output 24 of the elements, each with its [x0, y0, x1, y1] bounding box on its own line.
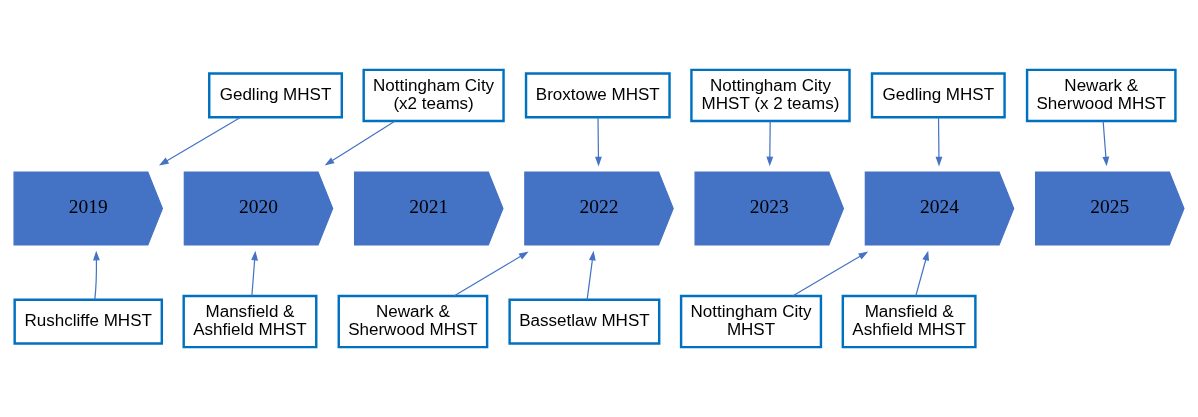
node-box: Nottingham City MHST: [679, 294, 823, 349]
arrow: [1102, 120, 1110, 167]
arrow: [93, 250, 100, 300]
arrow: [324, 120, 396, 166]
node-box: Broxtowe MHST: [524, 72, 671, 119]
arrow: [766, 120, 774, 167]
node-box: Nottingham City MHST (x 2 teams): [690, 68, 851, 123]
node-box: Gedling MHST: [208, 72, 343, 119]
node-box: Nottingham City (x2 teams): [362, 68, 505, 123]
arrow: [935, 116, 943, 167]
arrow: [158, 116, 241, 166]
node-box: Bassetlaw MHST: [508, 298, 661, 345]
node-box: Mansfield & Ashfield MHST: [841, 294, 977, 349]
arrow: [586, 250, 596, 300]
node-box: Gedling MHST: [870, 72, 1006, 119]
arrow: [915, 250, 929, 297]
arrow: [251, 250, 258, 297]
arrow: [453, 251, 529, 297]
node-box: Newark & Sherwood MHST: [337, 294, 489, 349]
node-box: Rushcliffe MHST: [13, 298, 164, 345]
arrow: [595, 116, 602, 167]
arrow: [792, 251, 869, 297]
node-box: Mansfield & Ashfield MHST: [182, 294, 318, 349]
node-box: Newark & Sherwood MHST: [1025, 68, 1177, 123]
